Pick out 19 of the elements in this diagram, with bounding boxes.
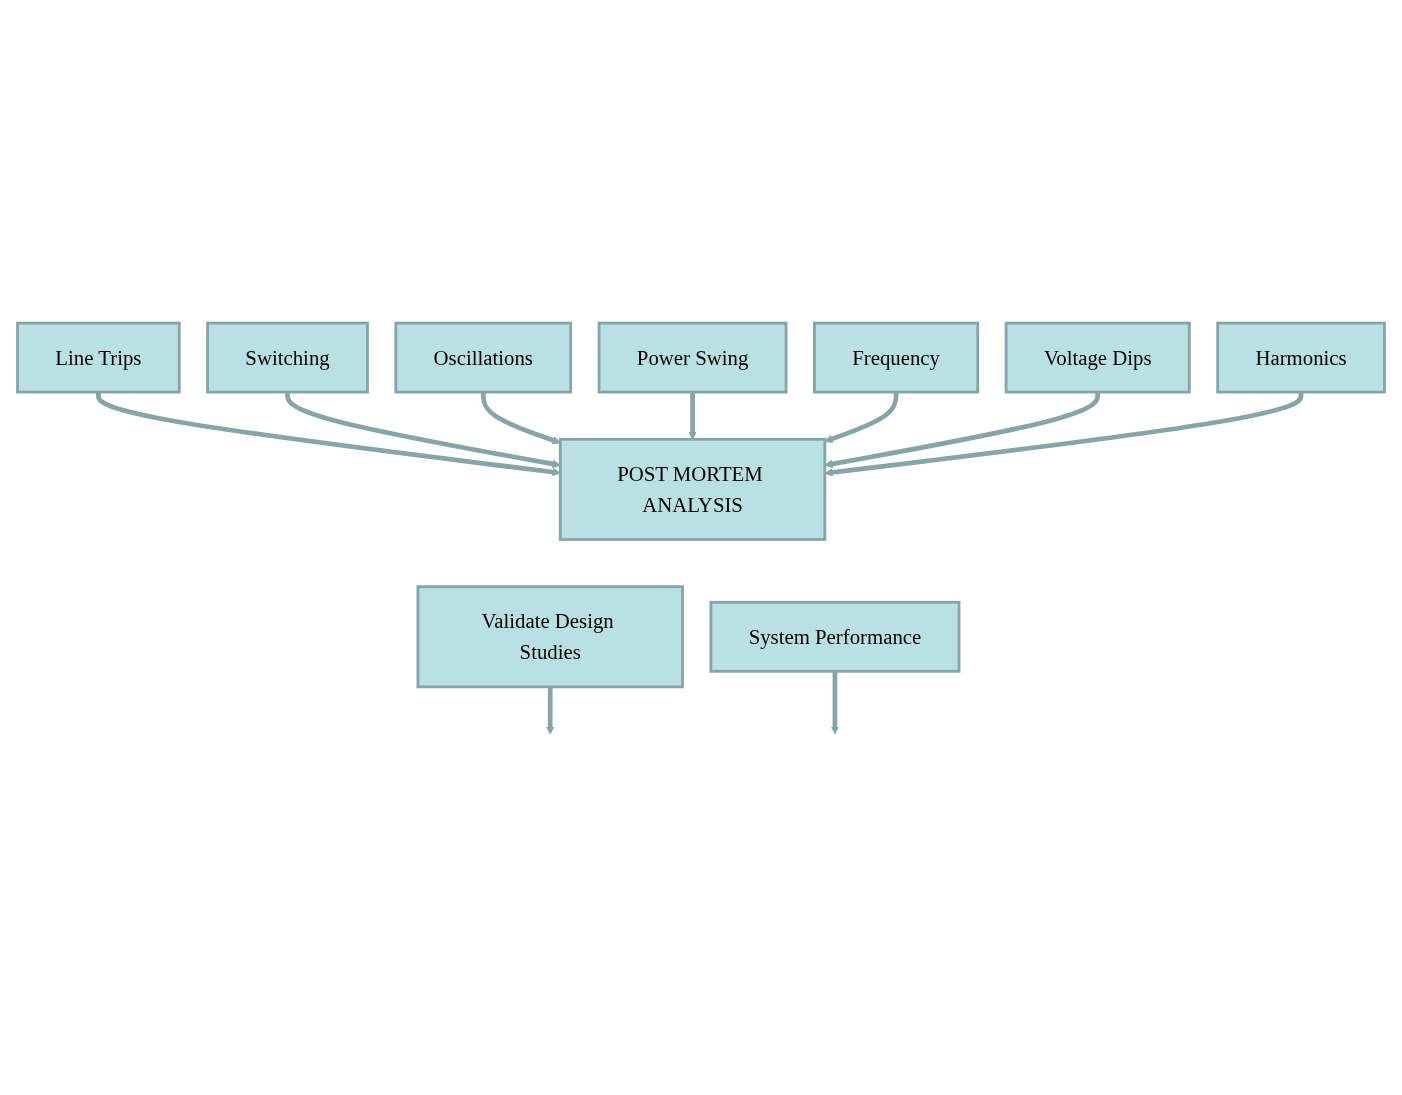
node-box: Validate Design Studies xyxy=(416,585,684,689)
node-box: Switching xyxy=(206,321,369,394)
arrow xyxy=(688,392,697,440)
arrow xyxy=(824,392,1304,477)
node-box: Frequency xyxy=(813,321,980,394)
node-box: Harmonics xyxy=(1216,321,1386,394)
node-box: Power Swing xyxy=(597,321,788,394)
node-box: POST MORTEM ANALYSIS xyxy=(558,437,827,541)
arrow xyxy=(480,392,561,445)
node-box: Oscillations xyxy=(394,321,573,394)
arrow xyxy=(96,392,561,477)
arrow xyxy=(546,686,555,735)
arrow xyxy=(824,392,899,443)
node-box: Line Trips xyxy=(16,321,181,394)
arrow xyxy=(824,392,1101,469)
arrow xyxy=(830,671,840,735)
arrow xyxy=(285,392,561,469)
node-box: Voltage Dips xyxy=(1004,321,1191,394)
node-box: System Performance xyxy=(709,600,961,673)
